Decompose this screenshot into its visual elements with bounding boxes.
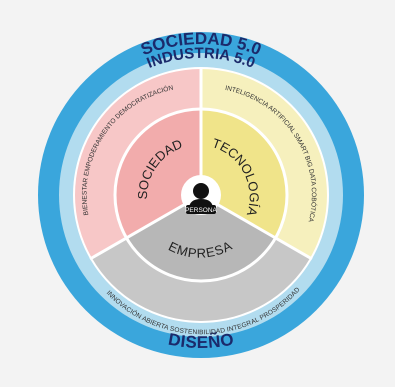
sector-title-empresa: EMPRESA bbox=[166, 238, 234, 261]
ring-label-diseno: DISEÑO bbox=[167, 330, 235, 352]
sector-sociedad bbox=[74, 69, 201, 258]
inner-divider-ring bbox=[113, 107, 289, 283]
center-persona: PERSONA bbox=[181, 175, 221, 215]
sector-tecnologia bbox=[201, 69, 327, 258]
sector-empresa bbox=[91, 238, 311, 321]
persona-label: PERSONA bbox=[185, 207, 217, 214]
persona-label-bg bbox=[186, 205, 216, 214]
sector-dividers bbox=[89, 67, 313, 261]
